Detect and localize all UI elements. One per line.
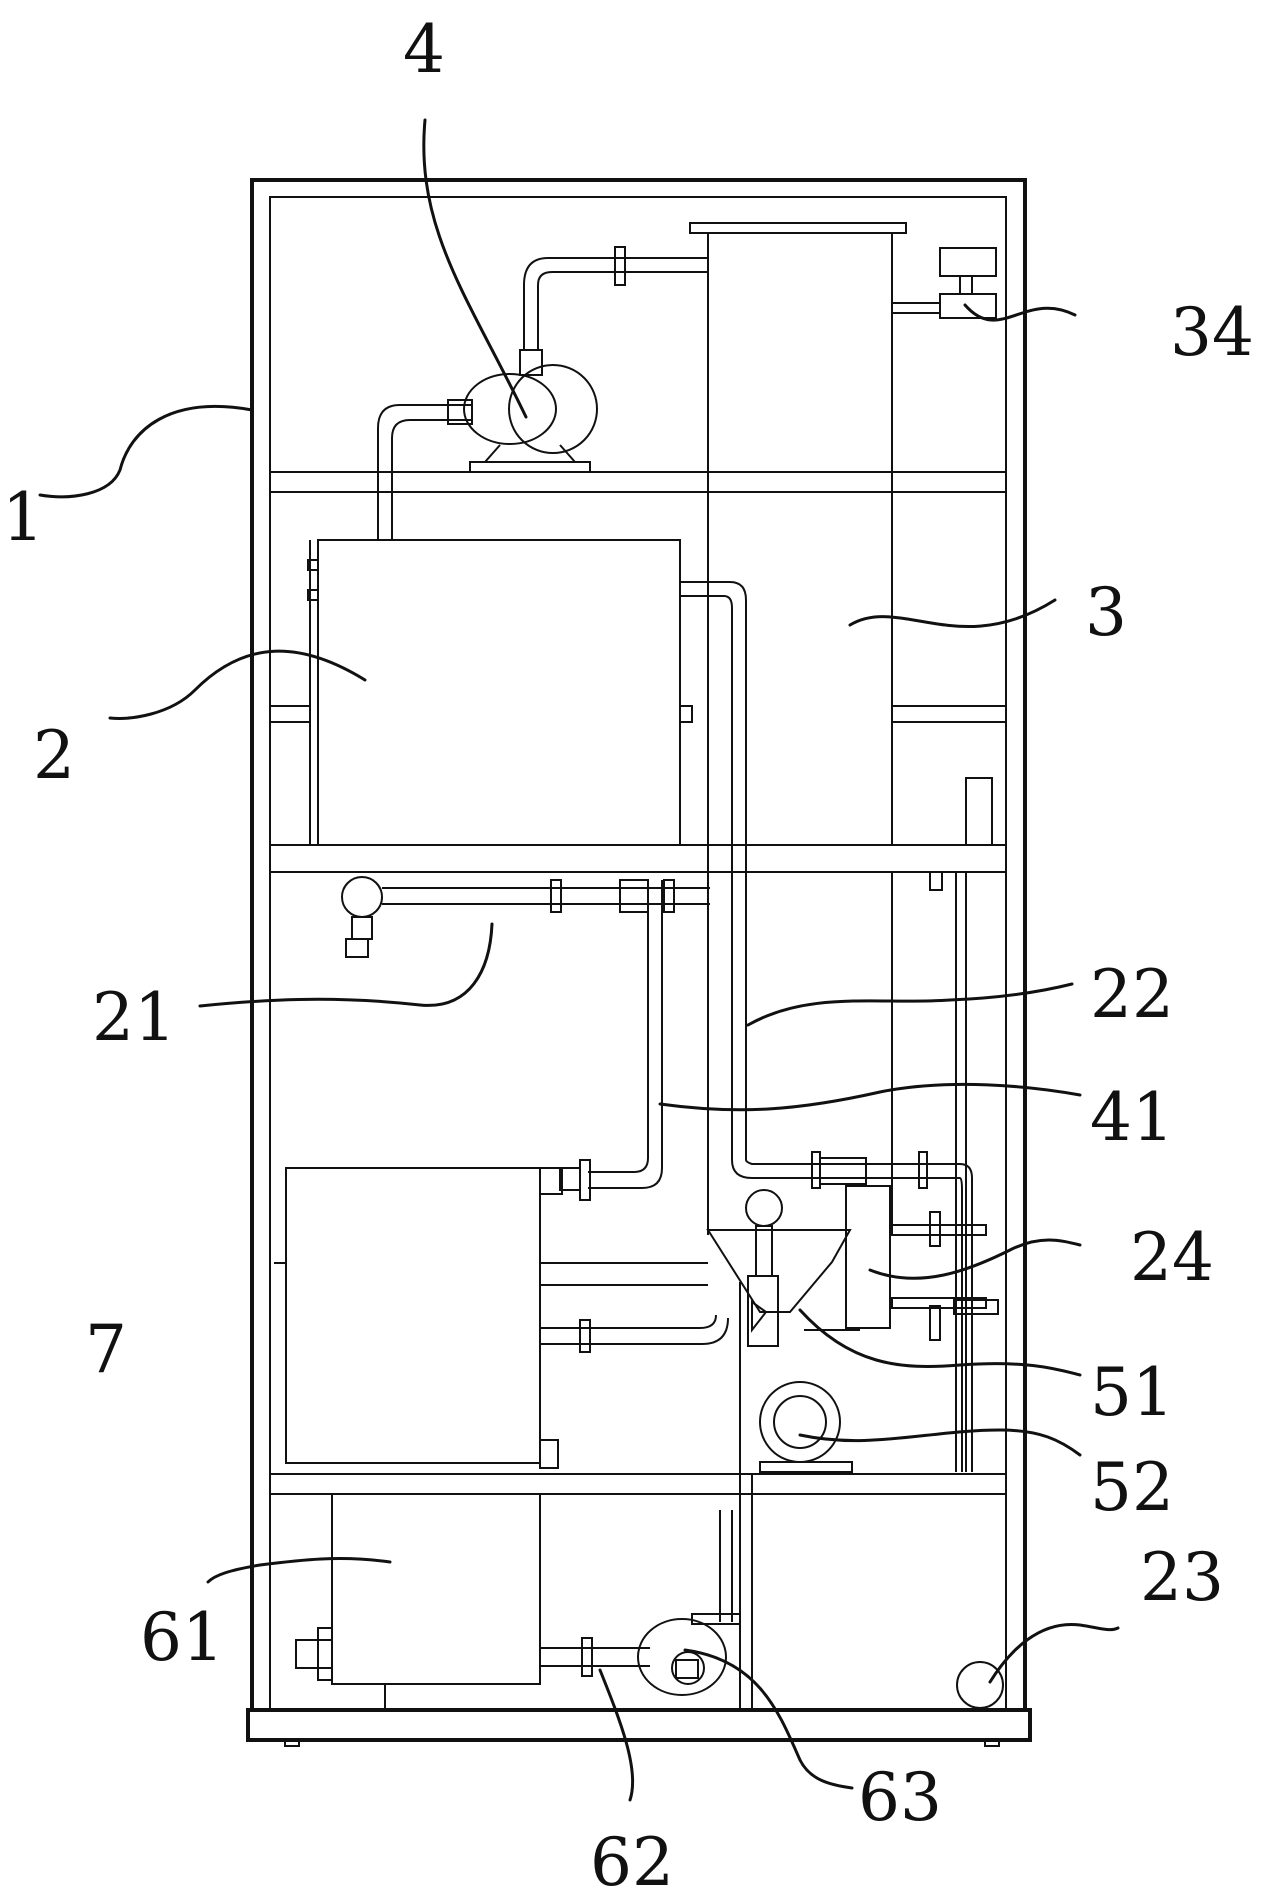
- label-63: 63: [858, 1759, 942, 1836]
- label-61: 61: [140, 1599, 224, 1676]
- filter-24: [845, 1185, 999, 1341]
- pipe-62: [540, 1637, 650, 1677]
- label-3: 3: [1085, 574, 1127, 651]
- label-34: 34: [1170, 294, 1254, 371]
- shelves: [270, 471, 1006, 1495]
- label-23: 23: [1140, 1539, 1224, 1616]
- level-sensor-34: [892, 247, 997, 319]
- pipe-41: [559, 880, 663, 1201]
- pump-52: [759, 1381, 853, 1473]
- pipe-21: [341, 876, 710, 958]
- tank-61: [295, 1493, 541, 1710]
- tank-7: [274, 1167, 729, 1469]
- outer-frame: [246, 178, 1032, 1747]
- label-24: 24: [1130, 1219, 1214, 1296]
- label-21: 21: [92, 979, 176, 1056]
- callout-labels: 1 4 34 3 2 21 22 41 24 7 51 52 23 61 62 …: [2, 11, 1254, 1895]
- leader-lines: [38, 118, 1120, 1802]
- label-62: 62: [590, 1824, 674, 1895]
- label-51: 51: [1090, 1354, 1174, 1431]
- label-41: 41: [1090, 1079, 1174, 1156]
- label-7: 7: [85, 1311, 127, 1388]
- label-2: 2: [33, 717, 75, 794]
- pipe-22: [731, 871, 973, 1472]
- pump-4: [377, 246, 708, 540]
- label-52: 52: [1090, 1449, 1174, 1526]
- drain-valve-23: [956, 1661, 1004, 1709]
- tank-3: [689, 222, 993, 1235]
- ejector-51: [706, 1189, 860, 1474]
- tank-2: [307, 539, 747, 1160]
- label-1: 1: [2, 479, 44, 556]
- label-22: 22: [1090, 956, 1174, 1033]
- label-4: 4: [403, 11, 445, 88]
- pump-63: [637, 1474, 753, 1710]
